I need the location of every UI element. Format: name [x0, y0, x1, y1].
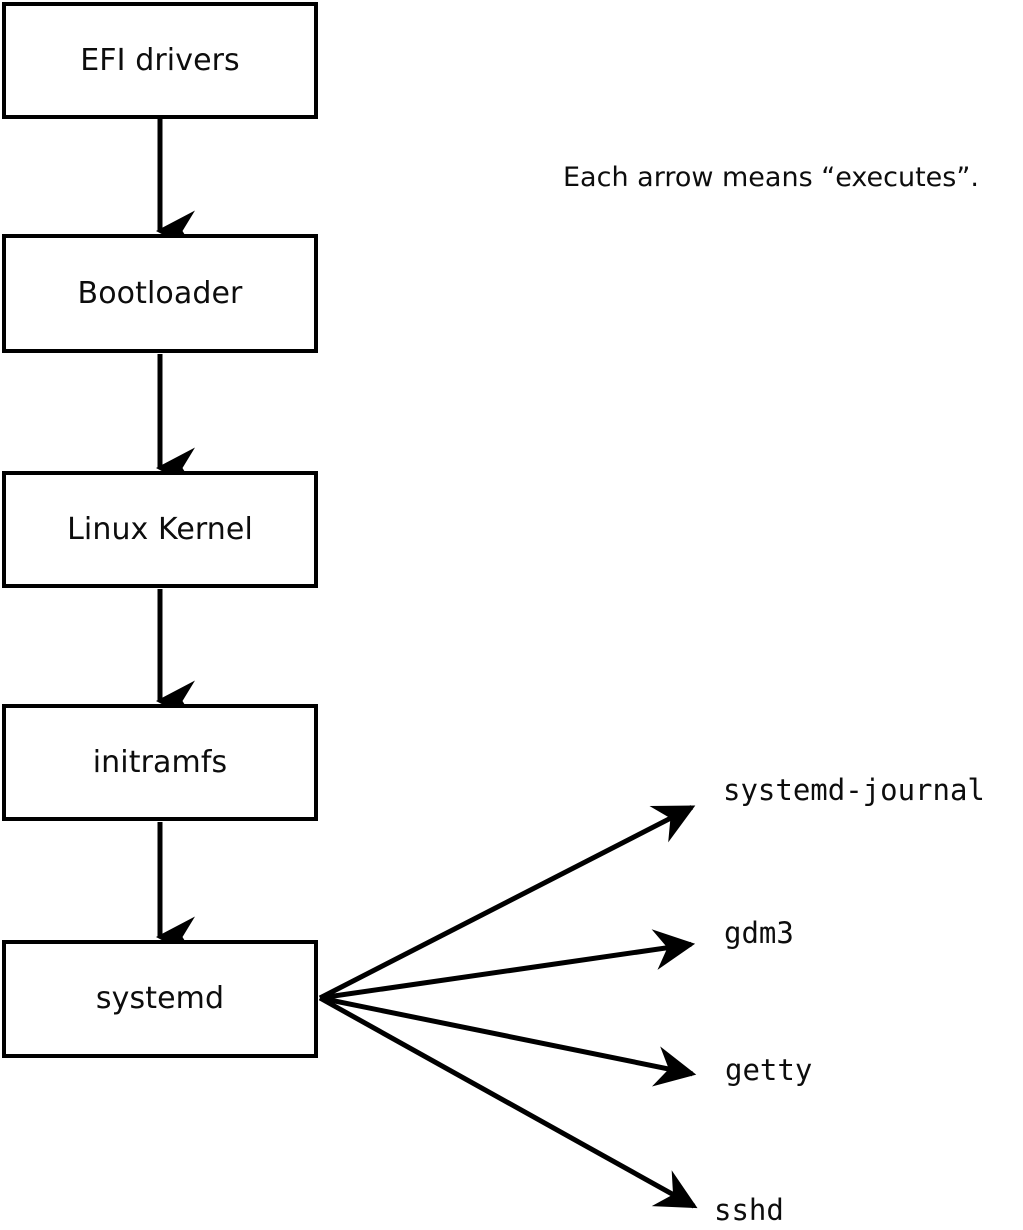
service-label: sshd [714, 1193, 784, 1227]
service-label: gdm3 [724, 916, 794, 950]
service-label: getty [725, 1053, 813, 1087]
boot-stage-label: Linux Kernel [67, 511, 253, 547]
boot-stage-box: systemd [2, 940, 318, 1058]
boot-stage-label: Bootloader [77, 275, 243, 311]
boot-stage-label: initramfs [92, 744, 228, 780]
boot-stage-box: Linux Kernel [2, 471, 318, 588]
boot-stage-box: initramfs [2, 704, 318, 821]
boot-stage-label: systemd [95, 981, 225, 1016]
service-label: systemd-journal [723, 773, 985, 807]
boot-stage-box: Bootloader [2, 234, 318, 353]
systemd-fanout-arrow [319, 995, 697, 1087]
systemd-fanout-arrow [318, 805, 696, 1001]
legend-note: Each arrow means “executes”. [563, 162, 979, 193]
systemd-fanout-arrow [318, 995, 698, 1209]
boot-stage-box: EFI drivers [2, 2, 318, 119]
boot-stage-label: EFI drivers [80, 42, 240, 78]
systemd-fanout-arrow-group [318, 805, 698, 1209]
systemd-fanout-arrow [319, 929, 696, 1001]
